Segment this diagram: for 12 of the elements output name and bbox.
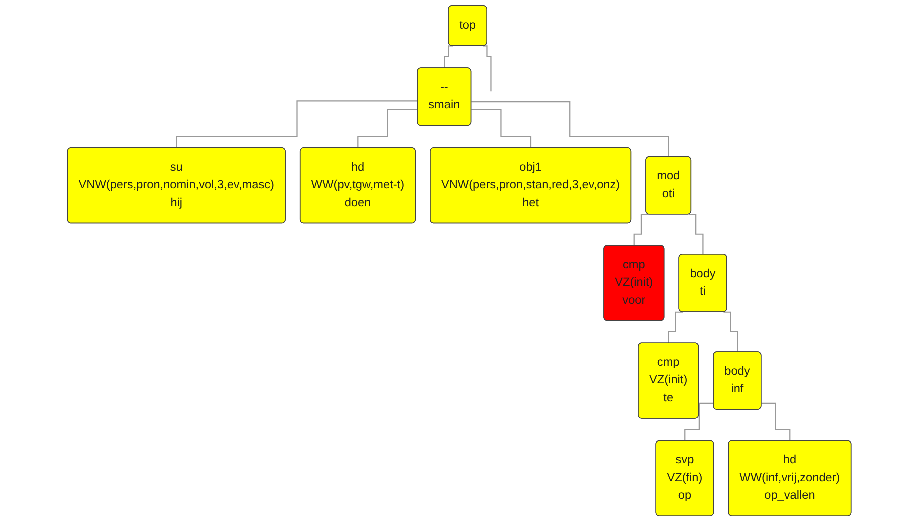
connector — [358, 109, 418, 149]
connector — [689, 214, 704, 256]
connector — [684, 402, 714, 442]
connector — [724, 312, 738, 353]
connector — [483, 46, 492, 92]
connector — [444, 46, 454, 69]
connector — [472, 109, 532, 149]
connector — [634, 214, 649, 246]
connector — [762, 402, 791, 442]
connector — [176, 100, 418, 149]
connector — [668, 312, 684, 344]
connector — [472, 101, 670, 158]
